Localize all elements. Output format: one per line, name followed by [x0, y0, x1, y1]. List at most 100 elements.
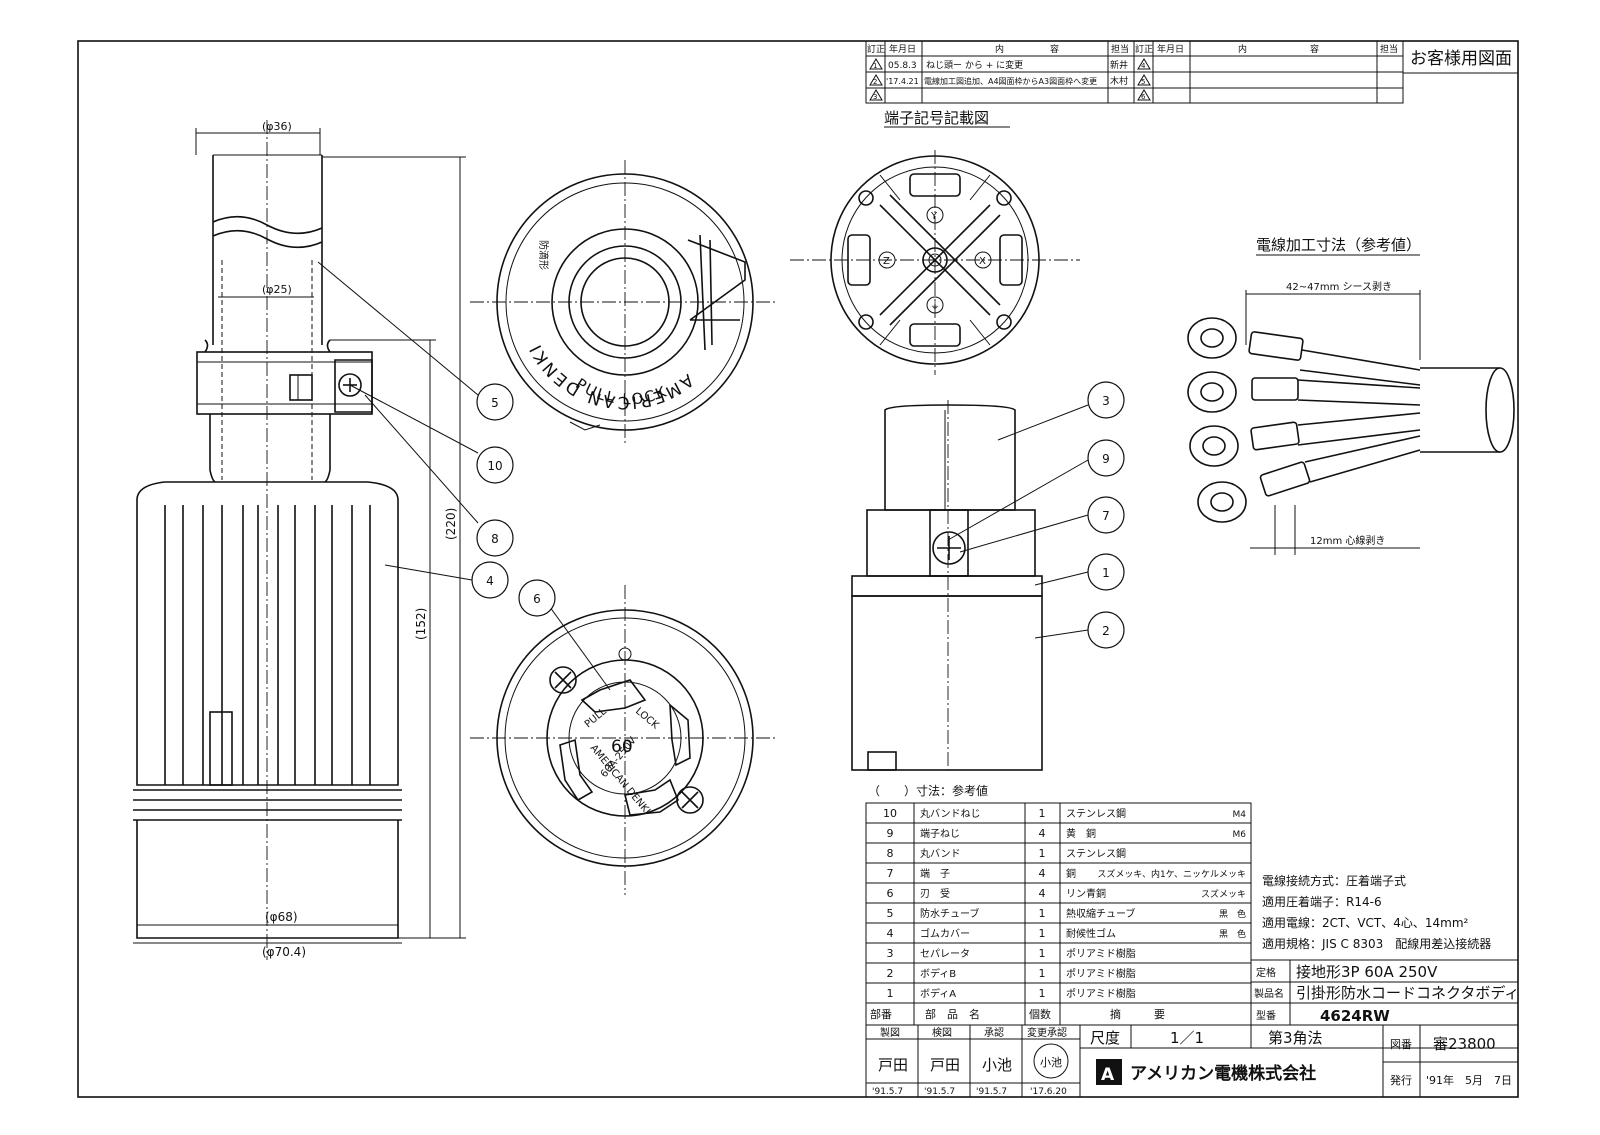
customer-drawing-label: お客様用図面 — [1410, 49, 1512, 69]
rev-mark-6: 6 — [1141, 93, 1146, 101]
spec-line-2: 適用圧着端子：R14-6 — [1262, 894, 1382, 909]
rev-mark-2: 2 — [873, 78, 877, 86]
sign-header-draft: 製図 — [880, 1026, 900, 1039]
part-qty: 1 — [1039, 807, 1046, 820]
face-rating-number: 60 — [611, 737, 633, 757]
part-number: 6 — [887, 887, 894, 900]
part-number: 8 — [887, 847, 894, 860]
part-number: 10 — [883, 807, 897, 820]
rev-content-2: 電線加工図追加、A4図面枠からA3図面枠へ変更 — [924, 76, 1097, 86]
rev2-header-content2: 容 — [1310, 43, 1319, 55]
title-block: 定格 接地形3P 60A 250V 製品名 引掛形防水コードコネクタボディ 型番… — [865, 959, 1519, 1098]
spec-line-1: 電線接続方式：圧着端子式 — [1262, 873, 1406, 888]
model-value: 4624RW — [1320, 1007, 1390, 1025]
rev-date-1: 05.8.3 — [888, 61, 917, 71]
top-waterproof-text: 防滴形 — [537, 240, 550, 270]
part-name: セパレータ — [920, 948, 970, 960]
balloon-8: 8 — [491, 532, 499, 546]
drawing-number-label: 図番 — [1390, 1038, 1412, 1051]
sign-date-draft: '91.5.7 — [872, 1087, 903, 1097]
approval-stamp-text: 小池 — [1040, 1056, 1062, 1069]
part-finish: 黒 色 — [1219, 928, 1246, 940]
part-name: 丸バンド — [920, 847, 961, 860]
part-name: 端子ねじ — [920, 827, 960, 840]
part-material: ステンレス鋼 — [1066, 847, 1126, 860]
part-name: 防水チューブ — [920, 907, 979, 920]
rev-date-2: '17.4.21 — [886, 77, 919, 86]
dim-phi70-4: (φ70.4) — [262, 945, 306, 959]
balloon-6: 6 — [533, 592, 541, 606]
part-finish: スズメッキ — [1201, 888, 1246, 900]
part-finish: 黒 色 — [1219, 908, 1246, 920]
sign-date-check: '91.5.7 — [924, 1087, 955, 1097]
sign-name-draft: 戸田 — [878, 1056, 908, 1074]
parts-header-no: 部番 — [870, 1007, 892, 1021]
wire-processing-title: 電線加工寸法（参考値） — [1256, 236, 1421, 254]
part-material: リン青銅 — [1066, 887, 1106, 900]
part-name: ボディB — [920, 967, 956, 980]
part-name: ボディA — [920, 987, 956, 1000]
part-qty: 4 — [1039, 867, 1046, 880]
reference-note: （ ）寸法：参考値 — [868, 783, 988, 798]
drawing-frame — [77, 40, 1519, 1098]
part-qty: 1 — [1039, 907, 1046, 920]
dim-phi25: (φ25) — [262, 283, 292, 296]
rev-person-1: 新井 — [1110, 59, 1128, 71]
rev2-header-person: 担当 — [1380, 43, 1398, 55]
face-pull-text: PULL — [583, 706, 609, 730]
wire-sheath-dim: 42~47mm シース剥き — [1286, 281, 1392, 293]
part-name: ゴムカバー — [920, 927, 970, 940]
part-material: ポリアミド樹脂 — [1066, 967, 1136, 980]
face-lock-text: LOCK — [633, 706, 661, 732]
part-name: 端 子 — [920, 867, 950, 880]
part-number: 4 — [887, 927, 894, 940]
spec-notes: 電線接続方式：圧着端子式 適用圧着端子：R14-6 適用電線：2CT、VCT、4… — [1262, 873, 1491, 951]
rev-content-1: ねじ頭ー から + に変更 — [926, 59, 1023, 71]
rev-header-mark: 訂正 — [867, 43, 885, 55]
sign-header-approve: 承認 — [984, 1026, 1004, 1039]
part-material: 熱収縮チューブ — [1066, 907, 1135, 920]
rev-mark-3: 3 — [873, 93, 877, 101]
sign-header-check: 検図 — [932, 1026, 952, 1039]
company-logo-letter: A — [1101, 1065, 1115, 1085]
dim-152: (152) — [414, 608, 428, 640]
sign-name-check: 戸田 — [930, 1056, 960, 1074]
rev-mark-4: 4 — [1141, 62, 1146, 70]
dim-220: (220) — [444, 508, 458, 540]
part-number: 5 — [887, 907, 894, 920]
revision-table: 訂正 年月日 内 容 担当 訂正 年月日 内 容 担当 1 2 3 4 5 6 … — [865, 40, 1404, 104]
rev-header-content2: 容 — [1050, 43, 1059, 55]
terminal-symbol-ground: ⏚ — [930, 300, 940, 312]
wire-processing-diagram: 電線加工寸法（参考値） 42~47mm シース剥き — [1187, 236, 1515, 555]
parts-header-desc: 摘 要 — [1110, 1007, 1165, 1021]
issue-date: '91年 5月 7日 — [1426, 1073, 1512, 1087]
terminal-diagram: 端子記号記載図 X Y Z ⏚ — [790, 109, 1080, 375]
projection-method: 第3角法 — [1268, 1029, 1323, 1047]
rating-value: 接地形3P 60A 250V — [1296, 963, 1438, 981]
balloon-5: 5 — [491, 396, 499, 410]
part-qty: 1 — [1039, 987, 1046, 1000]
terminal-symbol-y: Y — [930, 211, 938, 222]
sign-name-approve: 小池 — [982, 1056, 1012, 1074]
scale-value: 1／1 — [1170, 1029, 1204, 1047]
drawing-number-value: 審23800 — [1433, 1035, 1496, 1053]
terminal-diagram-title: 端子記号記載図 — [884, 109, 989, 127]
model-label: 型番 — [1256, 1009, 1276, 1022]
spec-line-4: 適用規格：JIS C 8303 配線用差込接続器 — [1262, 936, 1491, 951]
balloon-10: 10 — [487, 459, 502, 473]
part-finish: スズメッキ、内1ケ、ニッケルメッキ — [1097, 868, 1246, 880]
part-finish: M4 — [1233, 810, 1247, 820]
part-qty: 1 — [1039, 947, 1046, 960]
rev-person-2: 木村 — [1110, 75, 1128, 87]
parts-header-name: 部 品 名 — [925, 1007, 980, 1021]
part-qty: 4 — [1039, 827, 1046, 840]
terminal-symbol-z: Z — [883, 256, 890, 267]
part-material: 銅 — [1066, 867, 1076, 880]
part-number: 3 — [887, 947, 894, 960]
sign-date-change: '17.6.20 — [1030, 1087, 1067, 1097]
body-front-view — [851, 400, 1043, 771]
balloon-1: 1 — [1102, 566, 1110, 580]
part-qty: 1 — [1039, 847, 1046, 860]
